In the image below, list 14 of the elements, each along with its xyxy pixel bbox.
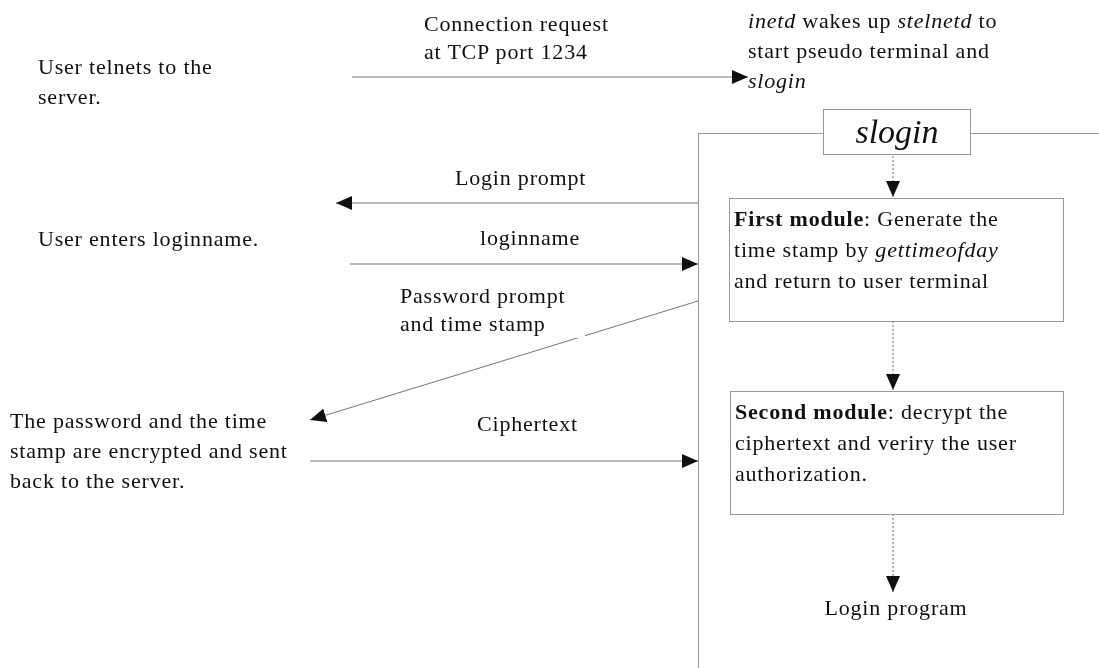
module-box: First module: Generate the time stamp by gettimeofday and return to user terminal (729, 198, 1064, 322)
step-text: inetd wakes up stelnetd to start pseudo terminal and slogin (748, 6, 1018, 102)
arrow (309, 300, 699, 422)
step-text: User enters loginname. (38, 224, 313, 254)
step-text: The password and the time stamp are encrypted and sent back to the server. (10, 406, 310, 500)
dotted-arrow (886, 155, 900, 198)
arrow (309, 454, 699, 468)
step-text: User telnets to the server. (38, 52, 253, 112)
arrow (351, 70, 749, 84)
module-box: Second module: decrypt the ciphertext and veriry the user authorization. (730, 391, 1064, 515)
step-text: Login program (801, 593, 991, 623)
frame-title: slogin (823, 109, 971, 155)
arrow (335, 196, 699, 210)
arrow (349, 257, 699, 271)
